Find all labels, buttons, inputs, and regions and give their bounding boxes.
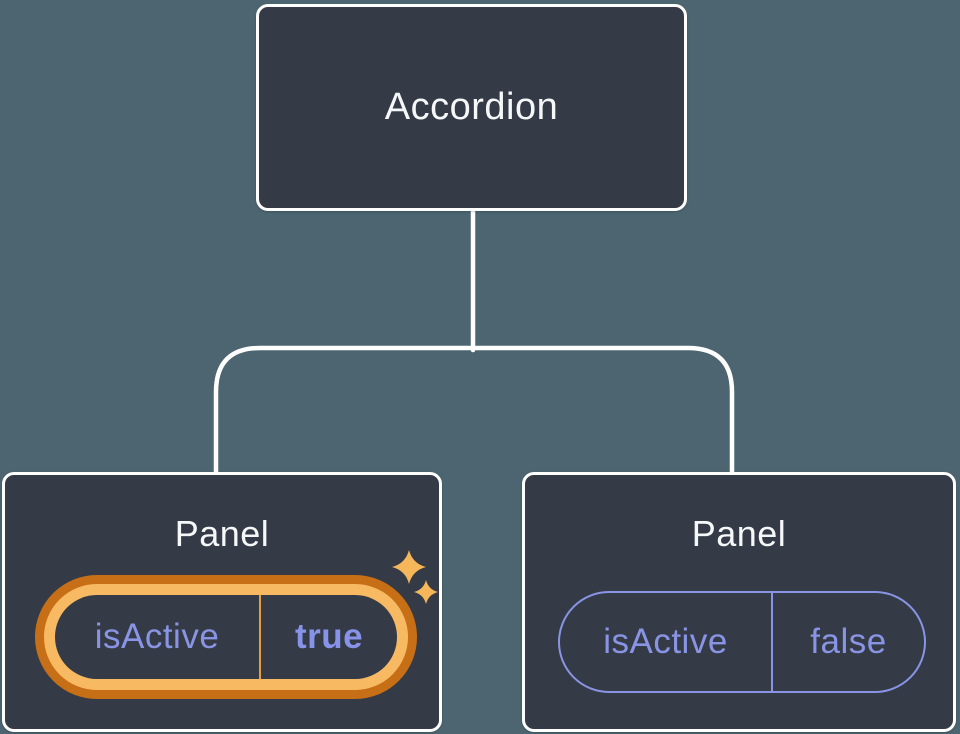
prop-pill-plain: isActive false	[558, 591, 926, 693]
prop-value: true	[294, 617, 364, 656]
prop-pill-highlighted: isActive true	[35, 575, 417, 699]
prop-name-cell: isActive	[55, 595, 261, 679]
prop-name: isActive	[94, 617, 220, 656]
sparkle-small-icon	[414, 580, 438, 604]
panel-label: Panel	[691, 513, 787, 554]
prop-value: false	[810, 622, 887, 661]
node-panel-inactive: Panel isActive false	[522, 472, 956, 732]
accordion-label: Accordion	[384, 86, 559, 128]
sparkle-large-icon	[392, 550, 426, 584]
node-accordion: Accordion	[256, 4, 687, 211]
prop-pill-core: isActive true	[55, 595, 397, 679]
prop-value-cell: true	[261, 595, 397, 679]
prop-name: isActive	[603, 622, 728, 661]
prop-name-cell: isActive	[560, 593, 773, 691]
node-panel-active: Panel isActive true	[2, 472, 442, 732]
connector-branch	[213, 345, 735, 477]
prop-value-cell: false	[773, 593, 924, 691]
panel-label: Panel	[174, 513, 270, 554]
sparkles-icon	[392, 550, 438, 604]
